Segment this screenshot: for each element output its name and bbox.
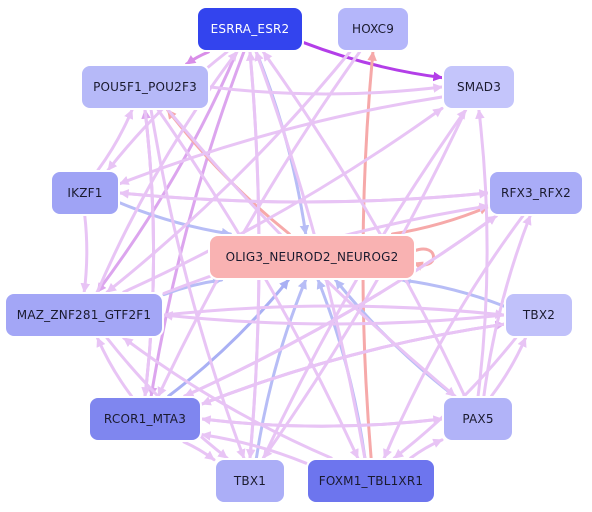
edge-esrra-to-maz bbox=[95, 50, 239, 294]
edge-pou5f1-to-smad3 bbox=[208, 83, 444, 96]
edge-maz-to-smad3 bbox=[122, 106, 444, 294]
node-tbx1[interactable]: TBX1 bbox=[214, 458, 286, 504]
edge-pou5f1-to-tbx1 bbox=[149, 108, 246, 460]
node-hoxc9[interactable]: HOXC9 bbox=[336, 6, 410, 52]
node-esrra-esr2[interactable]: ESRRA_ESR2 bbox=[196, 6, 304, 52]
edge-tbx2-to-rcor1 bbox=[200, 322, 506, 406]
node-maz-znf281-gtf2f1[interactable]: MAZ_ZNF281_GTF2F1 bbox=[4, 292, 164, 338]
edge-maz-to-esrra bbox=[95, 50, 239, 294]
edge-foxm1-to-rcor1 bbox=[200, 431, 308, 465]
edge-tbx2-to-olig3 bbox=[400, 276, 506, 308]
node-smad3[interactable]: SMAD3 bbox=[442, 64, 516, 110]
edge-pax5-to-rcor1 bbox=[200, 415, 444, 428]
node-pou5f1-pou2f3[interactable]: POU5F1_POU2F3 bbox=[80, 64, 210, 110]
node-rcor1-mta3[interactable]: RCOR1_MTA3 bbox=[88, 396, 202, 442]
edge-group bbox=[80, 41, 532, 465]
edge-tbx2-to-maz bbox=[162, 311, 506, 326]
edge-pax5-to-esrra bbox=[261, 50, 467, 398]
edge-foxm1-to-maz bbox=[122, 336, 333, 460]
edge-pax5-to-tbx2 bbox=[490, 336, 527, 398]
edge-ikzf1-to-pou5f1 bbox=[96, 108, 134, 172]
node-foxm1-tbl1xr1[interactable]: FOXM1_TBL1XR1 bbox=[306, 458, 436, 504]
edge-esrra-to-pou5f1 bbox=[185, 50, 210, 66]
edge-foxm1-to-pax5 bbox=[409, 438, 444, 460]
edge-tbx1-to-olig3 bbox=[254, 278, 308, 460]
edge-hoxc9-to-rcor1 bbox=[156, 50, 362, 398]
edge-rcor1-to-maz bbox=[96, 336, 133, 398]
edge-hoxc9-to-maz bbox=[105, 50, 352, 294]
node-pax5[interactable]: PAX5 bbox=[442, 396, 514, 442]
edge-rcor1-to-tbx1 bbox=[182, 440, 216, 462]
edge-ikzf1-to-maz bbox=[80, 214, 91, 294]
node-ikzf1[interactable]: IKZF1 bbox=[50, 170, 120, 216]
node-olig3-neurod2-neurog2[interactable]: OLIG3_NEUROD2_NEUROG2 bbox=[208, 234, 416, 280]
edge-rfx3-to-rcor1 bbox=[183, 214, 498, 398]
edge-olig3-to-olig3 bbox=[412, 247, 435, 271]
edge-pax5-to-rfx3 bbox=[482, 214, 532, 398]
edge-smad3-to-tbx1 bbox=[261, 108, 468, 460]
node-tbx2[interactable]: TBX2 bbox=[504, 292, 574, 338]
edge-pax5-to-smad3 bbox=[475, 108, 489, 398]
node-rfx3-rfx2[interactable]: RFX3_RFX2 bbox=[488, 170, 584, 216]
